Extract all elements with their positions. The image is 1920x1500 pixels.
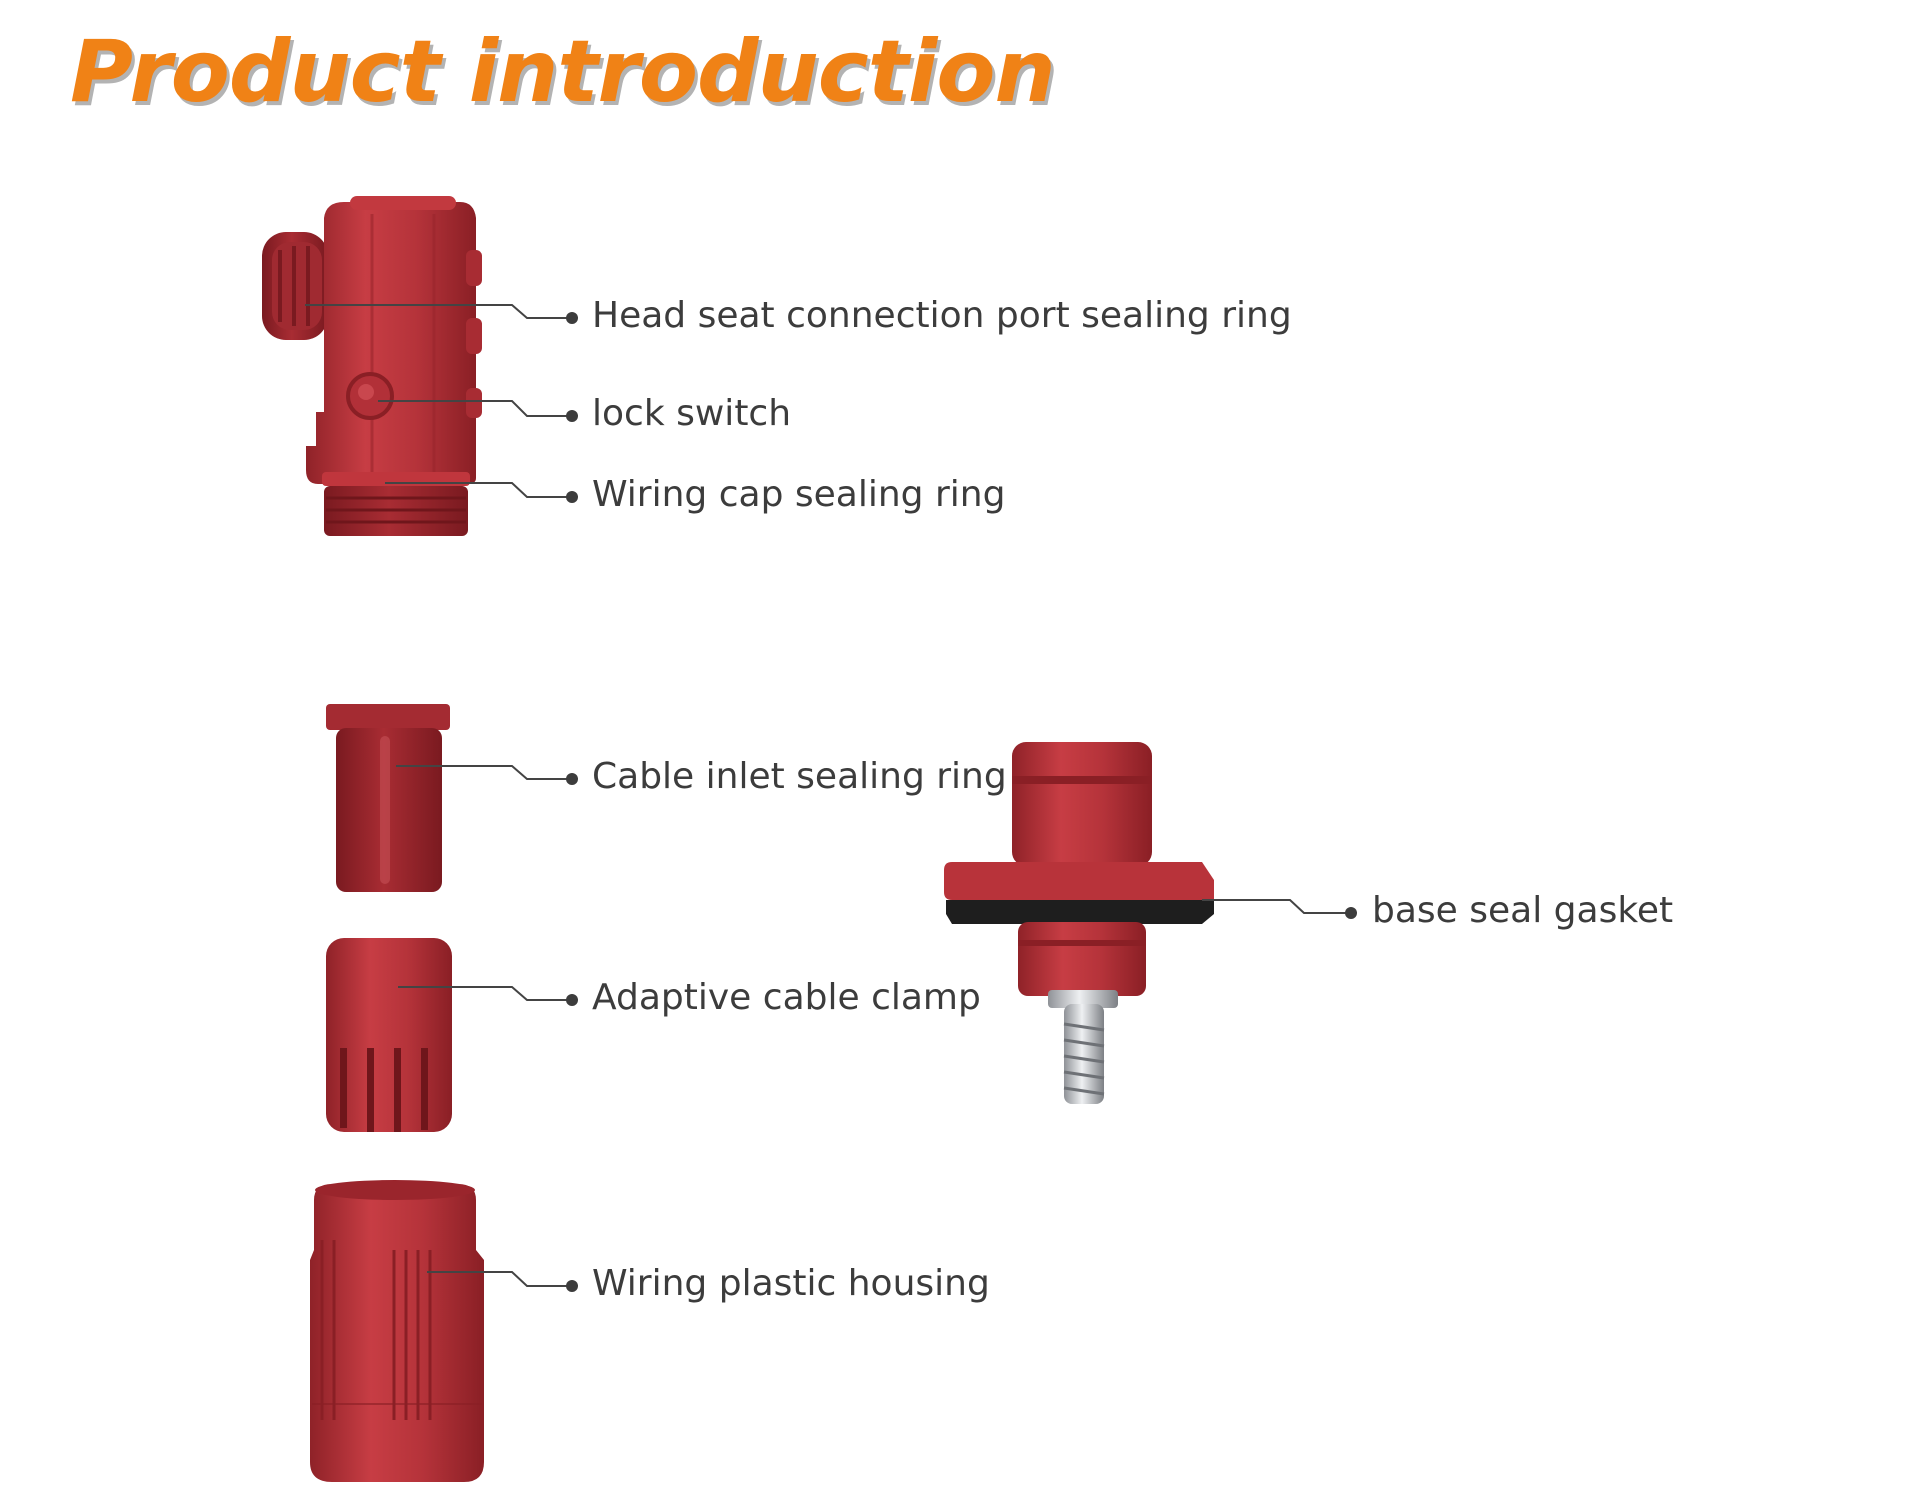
plastic-housing-part — [310, 1180, 484, 1482]
head-main-body — [306, 202, 476, 484]
leader-line-plastic-housing — [427, 1271, 571, 1287]
cable-clamp-part — [326, 938, 452, 1132]
label-wiring-cap-sealing-ring: Wiring cap sealing ring — [592, 474, 1006, 515]
leader-dots — [566, 312, 1357, 1292]
leader-line-base-gasket — [1202, 899, 1350, 914]
leader-line-cable-clamp — [398, 986, 571, 1001]
label-base-seal-gasket: base seal gasket — [1372, 890, 1674, 931]
head-seat-part — [262, 196, 482, 536]
leader-lines — [305, 304, 1350, 1287]
label-cable-inlet-sealing-ring: Cable inlet sealing ring — [592, 756, 1007, 797]
leader-line-lock-switch — [378, 400, 571, 417]
label-lock-switch: lock switch — [592, 393, 792, 434]
base-seal-gasket — [946, 900, 1214, 924]
label-wiring-plastic-housing: Wiring plastic housing — [592, 1263, 990, 1304]
leader-line-cap-ring — [385, 482, 571, 498]
leader-line-port-ring — [305, 304, 571, 319]
label-head-port-sealing-ring: Head seat connection port sealing ring — [592, 295, 1292, 336]
label-adaptive-cable-clamp: Adaptive cable clamp — [592, 977, 981, 1018]
leader-line-inlet-ring — [396, 765, 571, 780]
base-socket-part — [944, 742, 1214, 1104]
page-title: Product introduction — [70, 22, 1056, 122]
cable-inlet-ring-part — [326, 704, 450, 892]
